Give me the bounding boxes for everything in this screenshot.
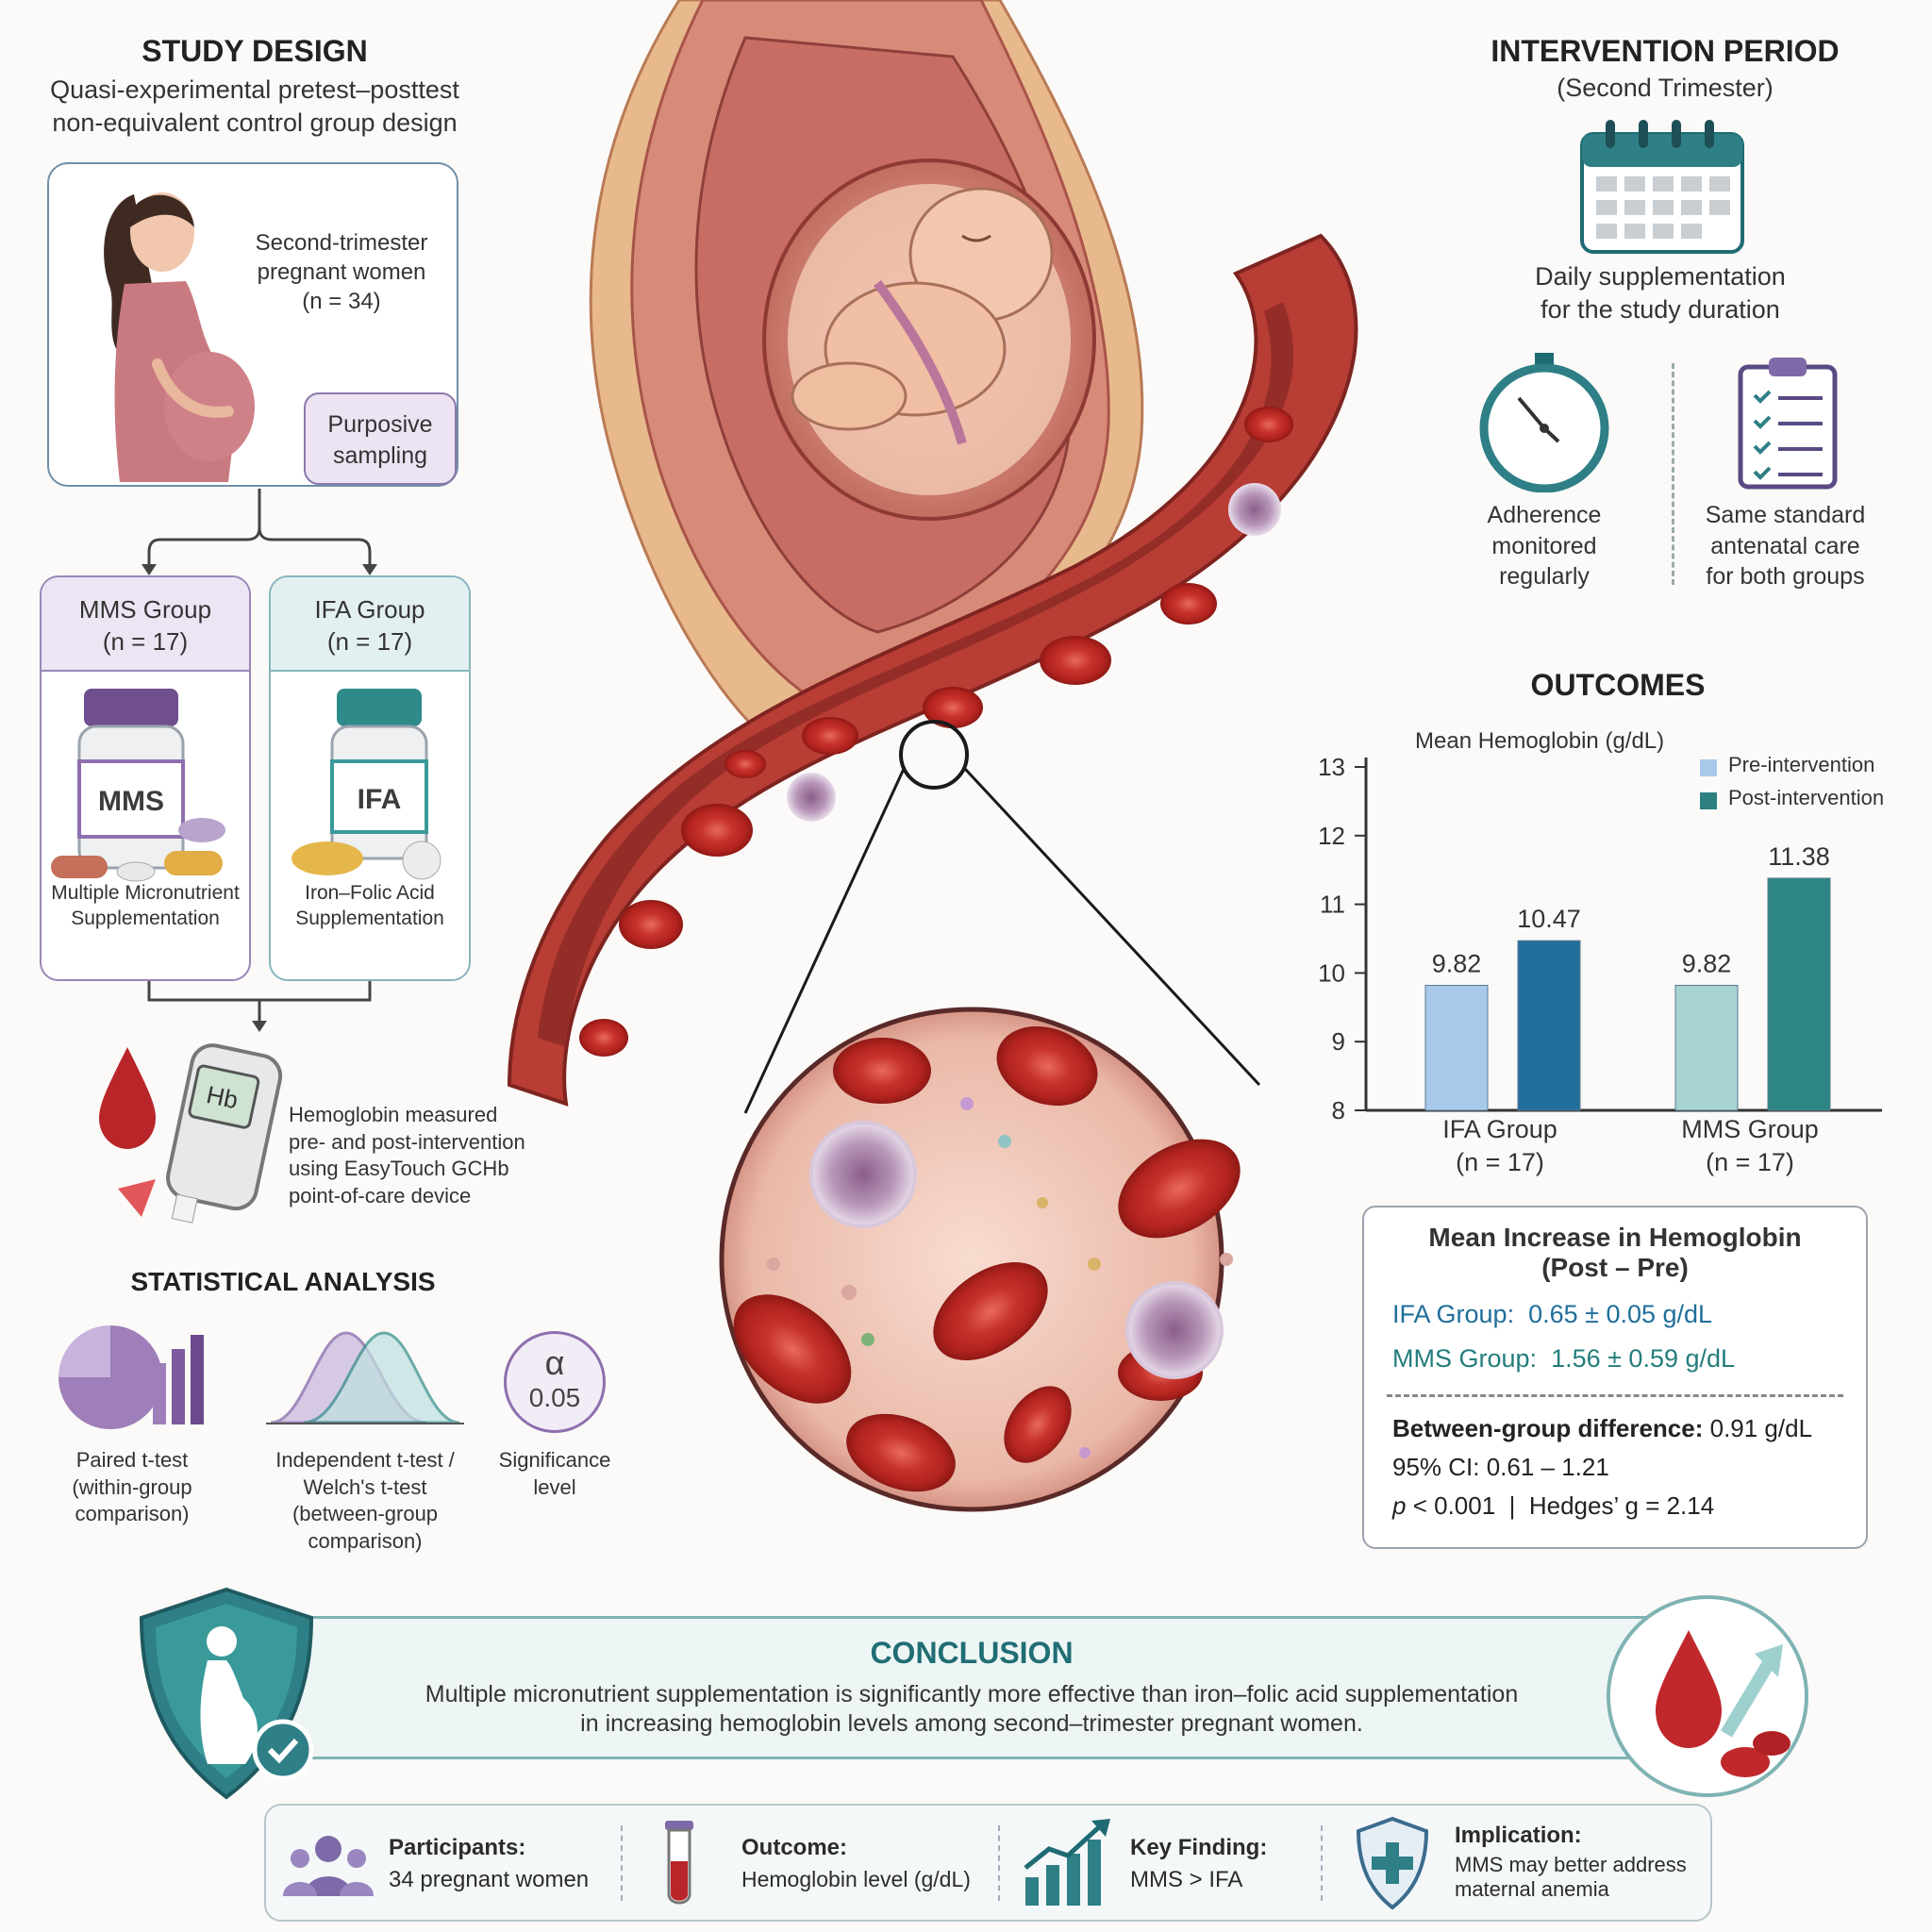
legend-post: Post-intervention [1700,785,1884,812]
mms-pill-bottle-icon: MMS [51,689,225,882]
ifa-group-n: (n = 17) [326,626,413,656]
bar-pre-1 [1674,985,1739,1111]
ifa-description: Iron–Folic Acid Supplementation [295,882,444,930]
y-tick-label: 12 [1318,822,1345,850]
population-box: Second-trimester pregnant women (n = 34)… [47,162,458,487]
y-tick-label: 13 [1318,753,1345,781]
ifa-increase-row: IFA Group: 0.65 ± 0.05 g/dL [1392,1300,1713,1328]
platelets [767,1097,1233,1458]
mms-bottle-label: MMS [98,786,164,817]
mean-increase-box: Mean Increase in Hemoglobin (Post – Pre)… [1362,1206,1868,1549]
adherence-text: Adherence monitored regularly [1487,502,1602,590]
mms-group-name: MMS Group [78,595,212,624]
mms-description: Multiple Micronutrient Supplementation [51,882,240,930]
conclusion-text: Multiple micronutrient supplementation i… [425,1681,1519,1738]
x-label-mms: MMS Group (n = 17) [1681,1115,1819,1177]
alpha-symbol: α [544,1343,565,1382]
conclusion-title: CONCLUSION [870,1636,1074,1670]
bar-post-1 [1767,877,1831,1111]
vessel-white-blood-cells [787,483,1281,822]
pie-bar-chart-icon [58,1325,204,1429]
device-screen-label: Hb [204,1080,241,1114]
clipboard-checklist-icon [1738,358,1838,490]
intervention-divider [1672,363,1674,585]
mean-increase-divider [1387,1394,1843,1397]
magnified-white-blood-cells [809,1121,1224,1379]
study-design-subtitle: Quasi-experimental pretest–posttest non-… [50,75,459,138]
measurement-text: Hemoglobin measured pre- and post-interv… [289,1103,525,1208]
glucometer-icon: Hb [99,1043,283,1224]
anatomy-illustration [507,0,1358,1512]
chart-title: Mean Hemoglobin (g/dL) [1415,728,1665,754]
ifa-pill-bottle-icon: IFA [291,689,441,880]
significance-level-label: Significance level [498,1448,611,1499]
ifa-group-box: IFA Group (n = 17) IFA Iron–Folic Acid S… [269,575,471,981]
bar-post-0 [1517,940,1581,1111]
bar-pre-0 [1424,985,1489,1111]
distribution-curves-icon [266,1331,464,1424]
test-tube-icon [665,1821,693,1905]
study-design-title: STUDY DESIGN [142,34,368,68]
outcomes-title: OUTCOMES [1530,668,1706,702]
x-label-ifa: IFA Group (n = 17) [1442,1115,1557,1177]
summary-participants: Participants: 34 pregnant women [389,1835,590,1892]
statistical-analysis-title: STATISTICAL ANALYSIS [130,1267,436,1296]
mms-group-box: MMS Group (n = 17) MMS Multiple Micronut… [40,575,251,981]
standard-care-text: Same standard antenatal care for both gr… [1705,502,1866,590]
y-tick-label: 9 [1332,1027,1345,1056]
calendar-icon [1580,120,1744,254]
data-label: 11.38 [1768,842,1830,871]
population-text: Second-trimester pregnant women (n = 34) [255,230,428,315]
vessel-red-blood-cells [579,407,1293,1057]
growth-chart-icon [1024,1819,1110,1906]
paired-t-test-label: Paired t-test (within-group comparison) [72,1448,192,1526]
alpha-badge: α 0.05 [504,1331,606,1433]
intervention-subtitle: (Second Trimester) [1557,74,1774,102]
mean-increase-title: Mean Increase in Hemoglobin (Post – Pre) [1428,1223,1802,1282]
data-label: 10.47 [1517,905,1581,933]
conclusion-banner: CONCLUSION Multiple micronutrient supple… [274,1616,1670,1759]
stopwatch-icon [1479,353,1609,492]
fetus-icon [791,187,1054,445]
mms-increase-row: MMS Group: 1.56 ± 0.59 g/dL [1392,1344,1736,1373]
magnified-blood-view [719,1007,1224,1512]
daily-supplementation-text: Daily supplementation for the study dura… [1535,262,1786,325]
summary-outcome: Outcome: Hemoglobin level (g/dL) [741,1835,971,1891]
blood-drop-increase-icon [1607,1595,1808,1797]
legend-post-label: Post-intervention [1728,786,1885,809]
mms-group-n: (n = 17) [102,626,189,656]
legend-pre-label: Pre-intervention [1728,753,1875,776]
legend-post-swatch [1700,791,1717,809]
data-label: 9.82 [1682,950,1732,978]
confidence-interval: 95% CI: 0.61 – 1.21 [1392,1453,1609,1481]
design-flow-connectors [142,489,377,1032]
ifa-bottle-label: IFA [358,784,402,815]
pregnant-woman-icon [104,192,255,482]
y-tick-label: 10 [1318,958,1345,987]
intervention-title: INTERVENTION PERIOD [1491,34,1840,68]
y-tick-label: 11 [1320,891,1345,919]
data-label: 9.82 [1432,950,1482,978]
legend-pre-swatch [1700,758,1717,776]
between-group-row: Between-group difference: 0.91 g/dL [1392,1414,1813,1442]
legend-pre: Pre-intervention [1700,752,1874,779]
alpha-value: 0.05 [528,1383,581,1412]
purposive-sampling-badge: Purposive sampling [304,392,457,485]
zoom-lens [899,720,969,790]
summary-bar [264,1804,1712,1922]
independent-t-test-label: Independent t-test / Welch's t-test (bet… [275,1448,455,1553]
shield-plus-icon [1356,1816,1429,1910]
summary-key-finding: Key Finding: MMS > IFA [1130,1835,1268,1892]
hemoglobin-bar-chart: 8 9 10 11 12 13 9.82 10.47 9.82 11.38 [1318,753,1882,1124]
summary-implication: Implication: MMS may better address mate… [1455,1823,1687,1901]
people-icon [283,1836,374,1896]
y-tick-label: 8 [1332,1096,1345,1124]
shield-pregnant-woman-icon [139,1587,314,1800]
ifa-group-name: IFA Group [314,595,425,624]
magnified-red-blood-cells [733,1025,1241,1492]
p-value-row: p < 0.001 | Hedges’ g = 2.14 [1392,1491,1715,1520]
